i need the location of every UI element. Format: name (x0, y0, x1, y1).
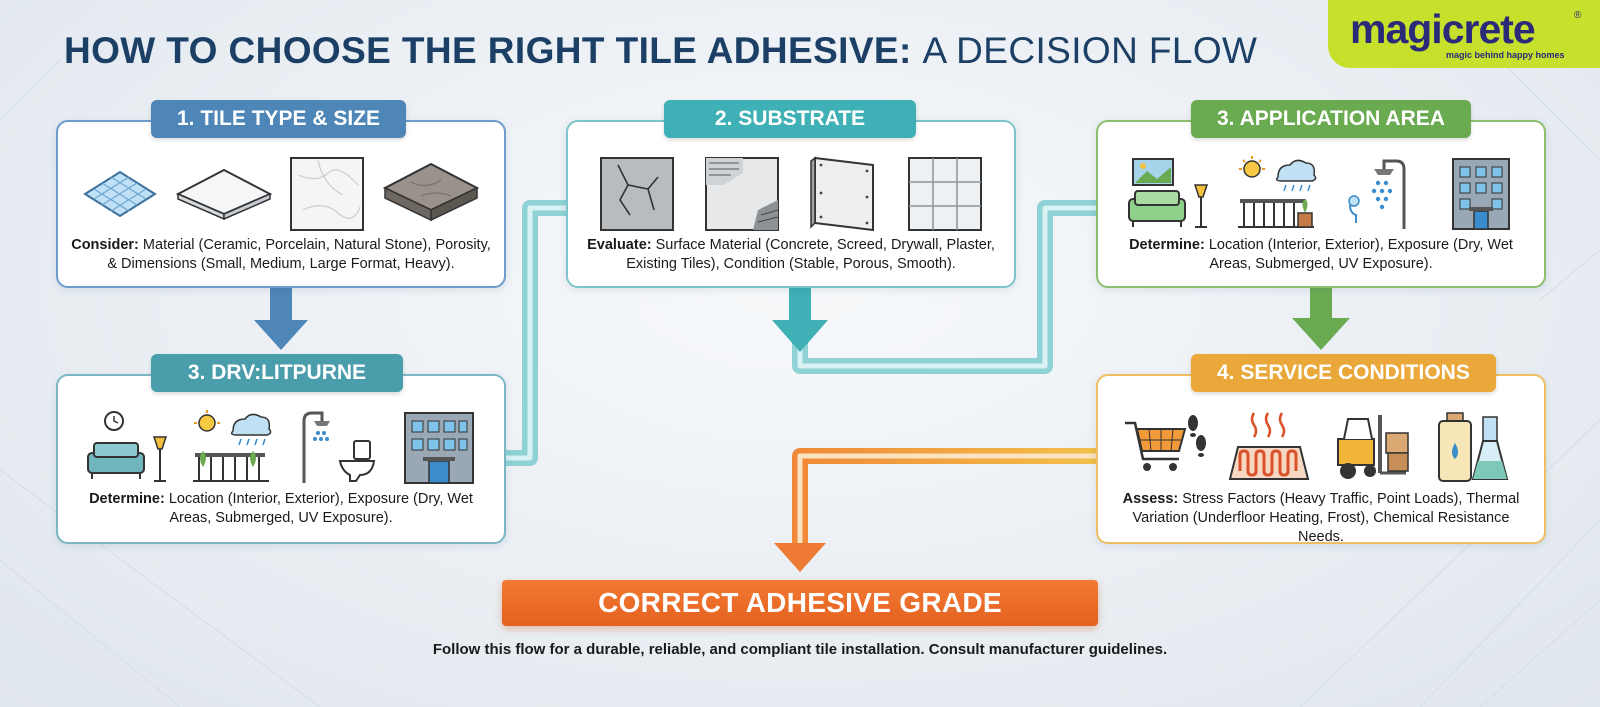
forklift-load-icon (1336, 415, 1409, 479)
footer-note: Follow this flow for a durable, reliable… (432, 641, 1168, 658)
step-service-conditions-description: Assess: Stress Factors (Heavy Traffic, P… (1108, 490, 1534, 547)
step-service-conditions-lead: Assess: (1122, 491, 1179, 507)
step-tile-type-lead: Consider: (71, 237, 139, 253)
step-application-area-description: Determine: Location (Interior, Exterior)… (1108, 236, 1534, 274)
connector-step4-to-result (792, 448, 1098, 545)
step-tile-type-card: 1. TILE TYPE & SIZE Consider: Material (… (56, 100, 506, 288)
step-location-header: 3. DRV:LITPURNE (151, 354, 403, 392)
screed-icon (705, 157, 780, 231)
step-substrate-header: 2. SUBSTRATE (664, 100, 916, 138)
step-service-conditions-card: 4. SERVICE CONDITIONS (1096, 354, 1546, 547)
arrow-step2-down (772, 288, 828, 352)
step-substrate-text: Surface Material (Concrete, Screed, Dryw… (626, 237, 995, 272)
building-icon (1451, 158, 1510, 230)
page-title: HOW TO CHOOSE THE RIGHT TILE ADHESIVE: A… (64, 26, 1257, 76)
step-tile-type-description: Consider: Material (Ceramic, Porcelain, … (68, 236, 494, 274)
step-substrate-lead: Evaluate: (587, 237, 652, 253)
title-bold: HOW TO CHOOSE THE RIGHT TILE ADHESIVE: (64, 30, 912, 71)
arrow-to-result (774, 543, 826, 572)
step-tile-type-text: Material (Ceramic, Porcelain, Natural St… (107, 237, 491, 272)
underfloor-heating-icon (1228, 412, 1310, 480)
step-location-card: 3. DRV:LITPURNE (56, 354, 506, 544)
exterior-weather-icon (1237, 156, 1317, 228)
step-application-area-header: 3. APPLICATION AREA (1191, 100, 1471, 138)
arrow-step1-to-step3b (254, 288, 308, 350)
step-location-text: Location (Interior, Exterior), Exposure … (168, 491, 473, 526)
step-application-area-card: 3. APPLICATION AREA (1096, 100, 1546, 288)
title-light: A DECISION FLOW (922, 30, 1258, 71)
exterior-weather-icon (192, 410, 271, 482)
result-banner: CORRECT ADHESIVE GRADE (502, 580, 1098, 626)
logo-registered-mark: ® (1574, 10, 1582, 21)
step-application-area-lead: Determine: (1129, 237, 1205, 253)
arrow-step3a-to-step4 (1292, 288, 1350, 350)
bathroom-icon (302, 411, 375, 483)
chemical-bottles-icon (1438, 412, 1509, 482)
ceramic-tile-icon (83, 170, 158, 218)
drywall-board-icon (810, 156, 874, 232)
step-substrate-card: 2. SUBSTRATE Evaluate: Surface Material … (566, 100, 1016, 288)
porcelain-slab-icon (175, 168, 273, 221)
living-room-icon (86, 411, 167, 482)
step-tile-type-header: 1. TILE TYPE & SIZE (151, 100, 407, 138)
step-service-conditions-text: Stress Factors (Heavy Traffic, Point Loa… (1132, 491, 1520, 545)
step-application-area-text: Location (Interior, Exterior), Exposure … (1208, 237, 1513, 272)
step-service-conditions-header: 4. SERVICE CONDITIONS (1191, 354, 1496, 392)
logo-brand: magicrete (1350, 6, 1536, 52)
magicrete-logo: magicrete ® magic behind happy homes (1328, 0, 1600, 68)
cracked-concrete-icon (599, 157, 674, 231)
existing-tiles-icon (908, 157, 983, 231)
marble-tile-icon (290, 157, 365, 231)
step-substrate-description: Evaluate: Surface Material (Concrete, Sc… (578, 236, 1004, 274)
living-room-icon (1128, 158, 1209, 228)
step-location-lead: Determine: (89, 491, 165, 507)
building-icon (403, 412, 474, 484)
logo-tagline: magic behind happy homes (1446, 50, 1565, 60)
natural-stone-slab-icon (382, 162, 479, 222)
shopping-cart-traffic-icon (1124, 415, 1206, 471)
shower-icon (1348, 159, 1406, 229)
step-location-description: Determine: Location (Interior, Exterior)… (68, 490, 494, 528)
